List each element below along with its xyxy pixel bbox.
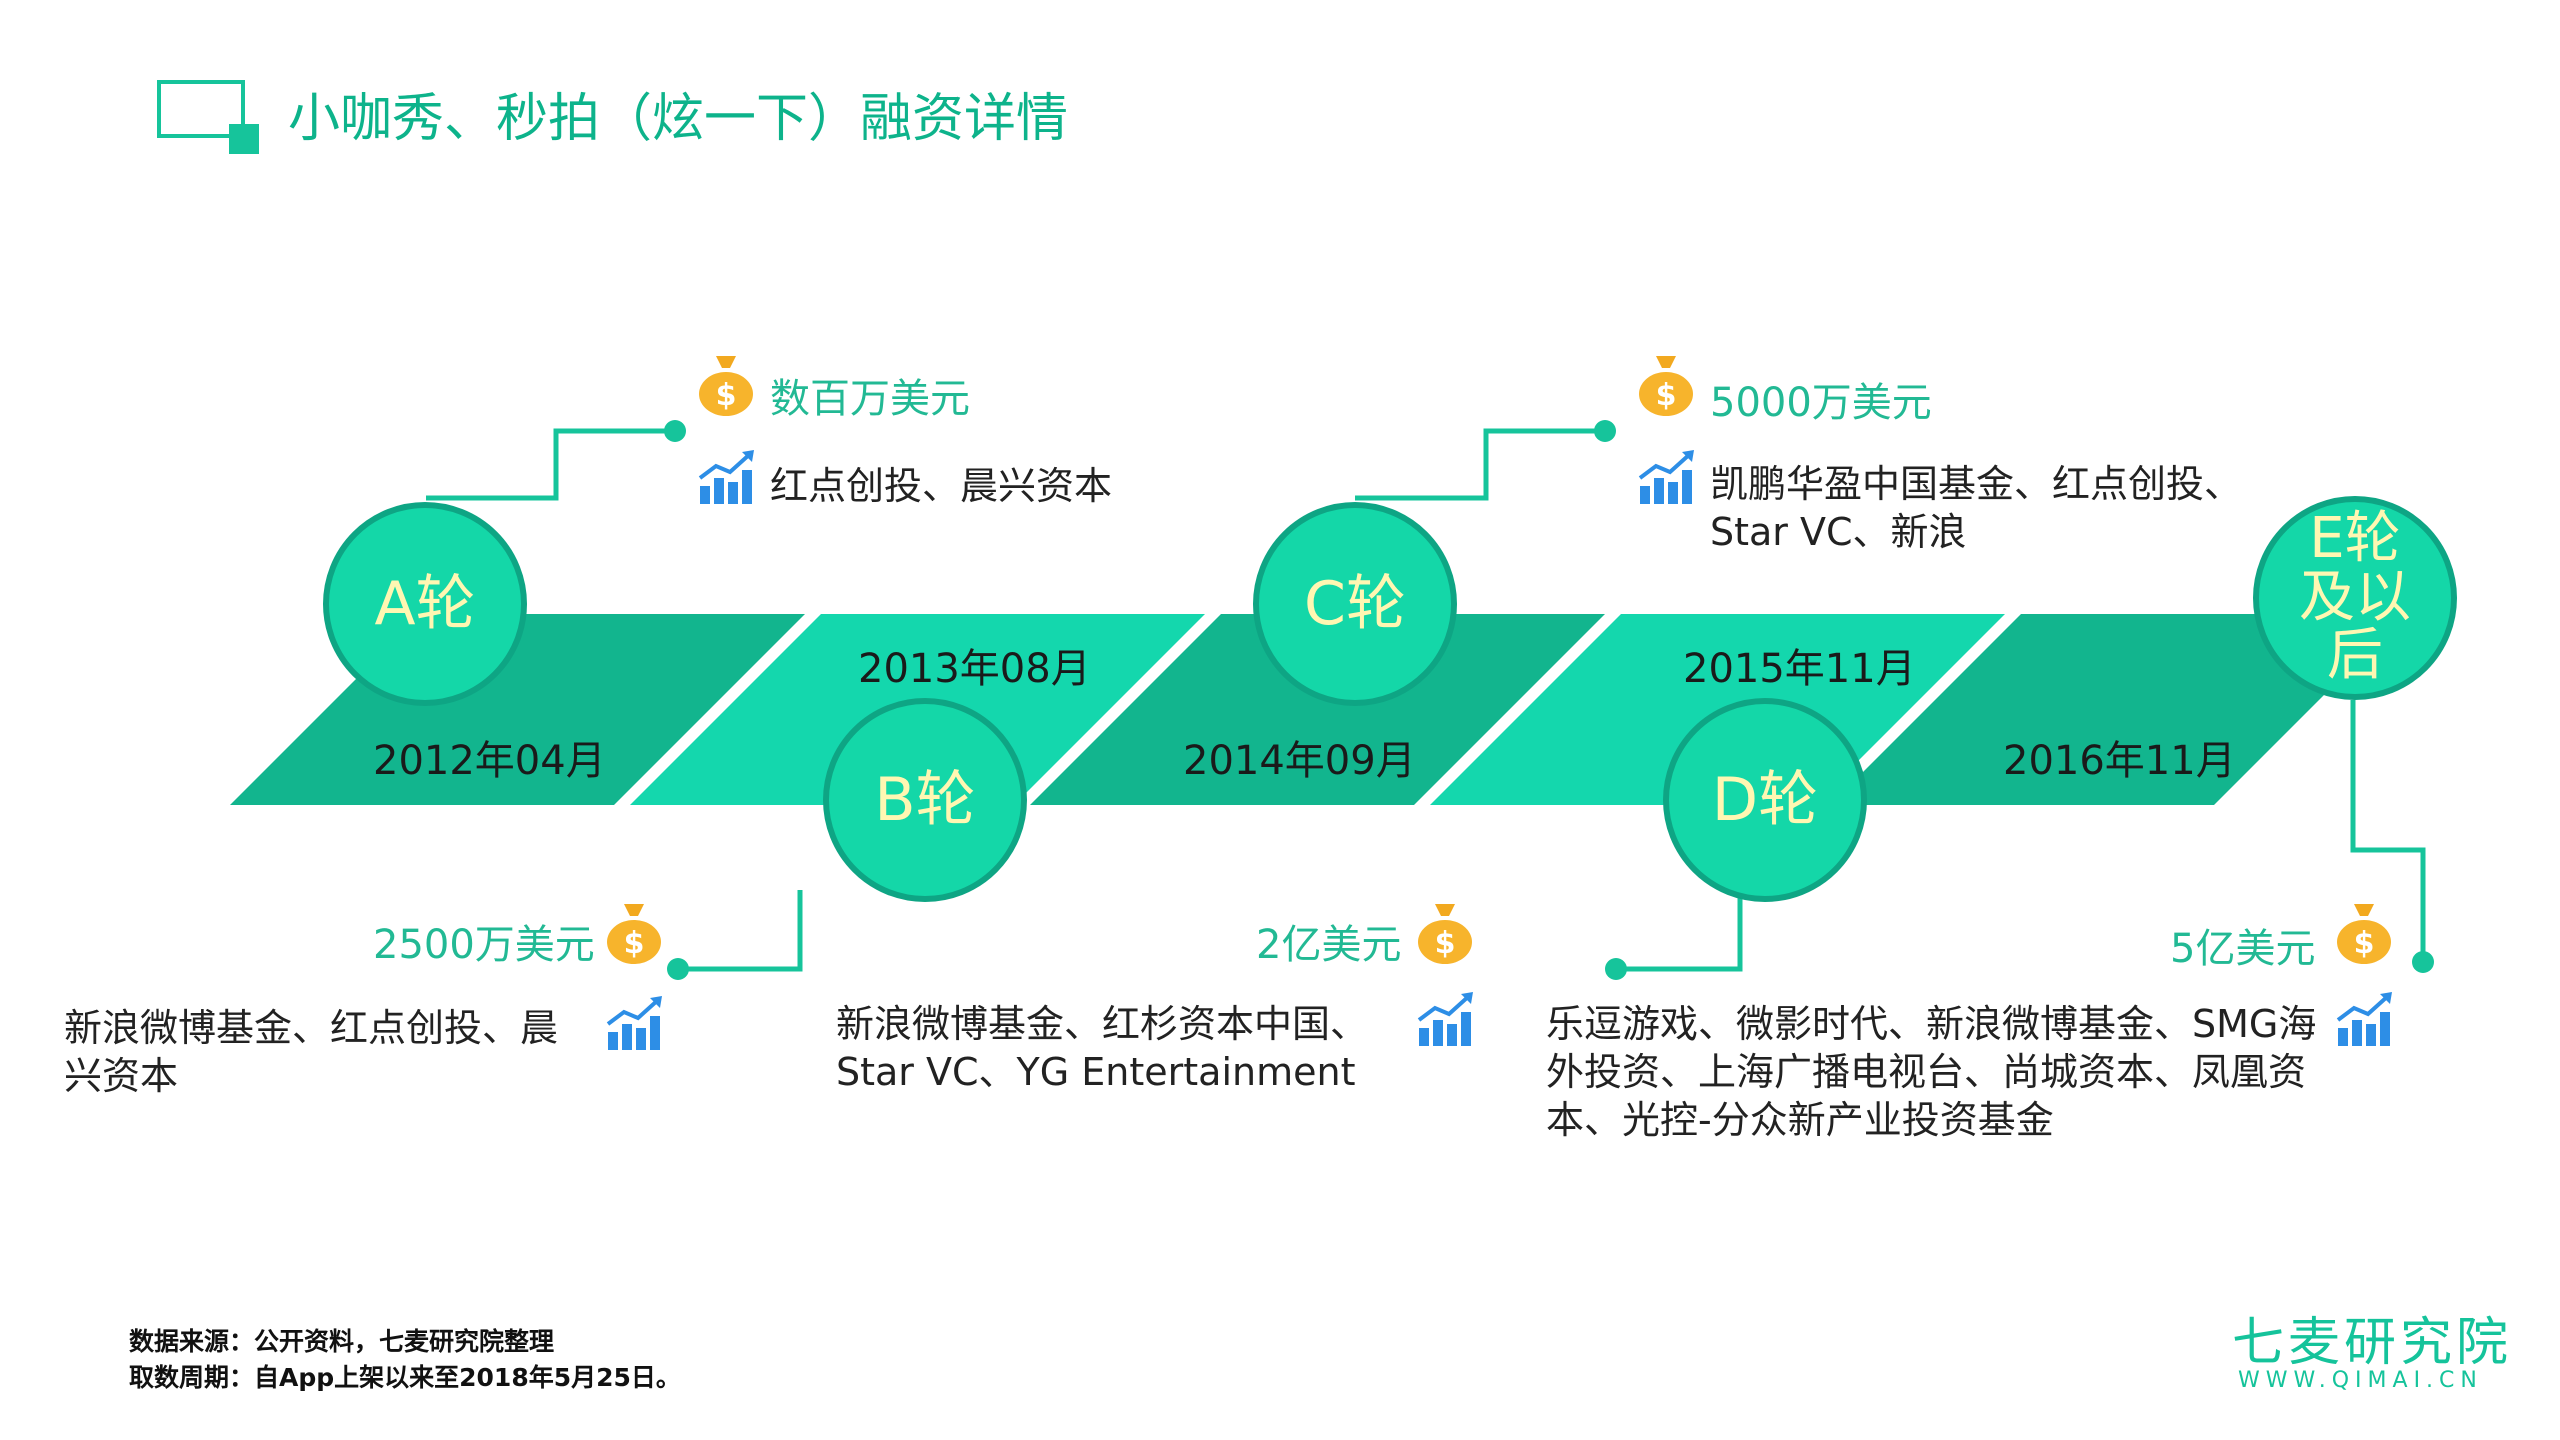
connector-b-dot bbox=[667, 958, 689, 980]
date-e: 2016年11月 bbox=[2003, 738, 2236, 784]
brand-url: WWW.QIMAI.CN bbox=[2238, 1368, 2483, 1393]
svg-text:$: $ bbox=[624, 926, 645, 961]
investors-e: 乐逗游戏、微影时代、新浪微博基金、SMG海外投资、上海广播电视台、尚城资本、凤凰… bbox=[1546, 1002, 2317, 1142]
data-period: 取数周期：自App上架以来至2018年5月25日。 bbox=[129, 1363, 681, 1392]
round-b-label: B轮 bbox=[874, 764, 976, 835]
investors-d: 凯鹏华盈中国基金、红点创投、Star VC、新浪 bbox=[1710, 462, 2243, 554]
data-source: 数据来源：公开资料，七麦研究院整理 bbox=[129, 1327, 555, 1356]
timeline-segment-3 bbox=[1030, 614, 1605, 805]
connector-e-dot bbox=[2412, 951, 2434, 973]
connector-c-dot bbox=[1594, 420, 1616, 442]
date-c: 2014年09月 bbox=[1183, 738, 1416, 784]
investors-b: 新浪微博基金、红点创投、晨兴资本 bbox=[64, 1006, 559, 1098]
growth-chart-icon bbox=[2336, 992, 2392, 1046]
growth-chart-icon bbox=[606, 996, 662, 1050]
round-a-label: A轮 bbox=[374, 568, 476, 639]
amount-b: 2500万美元 bbox=[373, 922, 595, 968]
money-bag-icon: $ bbox=[699, 356, 753, 416]
connector-c bbox=[1355, 428, 1605, 501]
money-bag-icon: $ bbox=[1418, 904, 1472, 964]
svg-text:$: $ bbox=[1656, 378, 1677, 413]
round-c-circle: C轮 bbox=[1253, 502, 1457, 706]
investors-c: 新浪微博基金、红杉资本中国、Star VC、YG Entertainment bbox=[836, 1002, 1369, 1094]
connector-a-dot bbox=[664, 420, 686, 442]
amount-d: 5000万美元 bbox=[1710, 380, 1932, 426]
round-c-label: C轮 bbox=[1304, 568, 1406, 639]
svg-text:$: $ bbox=[1435, 926, 1456, 961]
amount-e: 5亿美元 bbox=[2170, 926, 2316, 972]
growth-chart-icon bbox=[1638, 450, 1694, 504]
svg-text:$: $ bbox=[2354, 926, 2375, 961]
title-square-icon bbox=[229, 124, 259, 154]
connector-e bbox=[2350, 700, 2426, 957]
growth-chart-icon bbox=[1417, 992, 1473, 1046]
amount-a: 数百万美元 bbox=[770, 376, 970, 422]
investors-a: 红点创投、晨兴资本 bbox=[770, 464, 1113, 508]
money-bag-icon: $ bbox=[607, 904, 661, 964]
timeline-segment-5 bbox=[1830, 614, 2405, 805]
round-b-circle: B轮 bbox=[823, 698, 1027, 902]
round-d-label: D轮 bbox=[1711, 764, 1819, 835]
round-a-circle: A轮 bbox=[323, 502, 527, 706]
date-a: 2012年04月 bbox=[373, 738, 606, 784]
connector-d bbox=[1616, 890, 1743, 972]
date-d: 2015年11月 bbox=[1683, 646, 1916, 692]
page-title: 小咖秀、秒拍（炫一下）融资详情 bbox=[288, 89, 1069, 149]
brand-logo: 七麦研究院 bbox=[2232, 1313, 2513, 1373]
money-bag-icon: $ bbox=[1639, 356, 1693, 416]
footer-notes: 数据来源：公开资料，七麦研究院整理 取数周期：自App上架以来至2018年5月2… bbox=[129, 1324, 681, 1396]
round-d-circle: D轮 bbox=[1663, 698, 1867, 902]
date-b: 2013年08月 bbox=[858, 646, 1091, 692]
amount-c: 2亿美元 bbox=[1256, 922, 1402, 968]
connector-d-dot bbox=[1605, 958, 1627, 980]
money-bag-icon: $ bbox=[2337, 904, 2391, 964]
svg-text:$: $ bbox=[716, 378, 737, 413]
title-frame-icon bbox=[157, 80, 245, 138]
connector-a bbox=[426, 428, 675, 501]
round-e-circle: E轮及以后 bbox=[2253, 496, 2457, 700]
round-e-label: E轮及以后 bbox=[2299, 505, 2411, 689]
connector-b bbox=[678, 890, 803, 972]
growth-chart-icon bbox=[698, 450, 754, 504]
